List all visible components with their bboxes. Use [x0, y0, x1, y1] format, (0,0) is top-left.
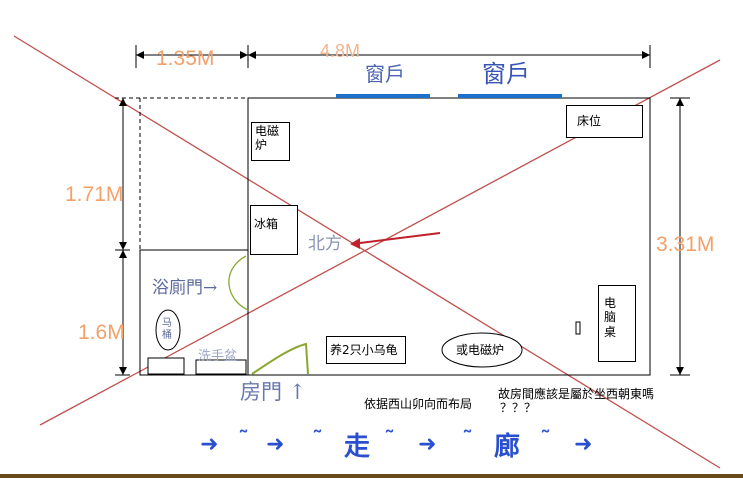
bathroom-door-arc [228, 255, 249, 311]
corridor-arrow-2: ➜ [266, 432, 285, 457]
bottom-bar [0, 474, 743, 478]
fridge-label: 冰箱 [254, 217, 279, 231]
window-label-1: 窗戶 [365, 62, 405, 86]
bed-box: 床位 [566, 105, 643, 138]
induction-cooker-box: 电磁炉 [251, 122, 290, 161]
or-induction-label: 或电磁炉 [456, 343, 505, 357]
dim-height-right: 3.31M [656, 233, 715, 256]
window-label-2: 窗戶 [482, 60, 530, 88]
corridor-tilde-2: ˜ [312, 428, 323, 453]
turtles-label: 养2只小乌龟 [330, 343, 398, 357]
toilet [155, 309, 181, 351]
dim-height-upper-left: 1.71M [65, 183, 124, 206]
layout-note: 依据西山卯向而布局 [364, 397, 473, 411]
corridor-char-hall: 廊 [494, 432, 521, 462]
dim-height-lower-left: 1.6M [78, 321, 125, 344]
corridor-arrow-3: ➜ [418, 432, 437, 457]
corridor-arrow-4: ➜ [574, 432, 593, 457]
bathroom [139, 249, 249, 376]
bathroom-door-label: 浴廁門→ [152, 278, 218, 298]
dim-width-left: 1.35M [156, 47, 215, 70]
turtles-box: 养2只小乌龟 [326, 336, 406, 364]
room-door-arc [251, 342, 309, 375]
induction-cooker-label: 电磁炉 [255, 124, 280, 152]
dim-width-main: 4.8M [320, 41, 361, 61]
corridor-tilde-1: ˜ [238, 428, 249, 453]
or-induction-ellipse [441, 332, 523, 368]
corridor-arrow-1: ➜ [200, 432, 219, 457]
question-note: 故房間應該是屬於坐西朝東嗎 [498, 387, 655, 401]
sink [147, 357, 185, 375]
north-label: 北方 [308, 234, 342, 254]
cross-line-1 [13, 35, 721, 469]
toilet-label: 马桶 [162, 318, 172, 341]
corridor-tilde-4: ˜ [462, 428, 473, 453]
north-arrow [351, 232, 441, 245]
corridor-tilde-5: ˜ [540, 428, 551, 453]
computer-desk-box: 电脑桌 [598, 285, 636, 362]
main-room [247, 97, 651, 376]
corridor-char-walk: 走 [344, 432, 371, 462]
sink-label: 洗手盆 [198, 349, 238, 364]
fridge-box: 冰箱 [250, 205, 298, 255]
computer-desk-label: 电脑桌 [604, 296, 617, 339]
bed-label: 床位 [577, 114, 602, 128]
room-door-label: 房門 ↑ [240, 380, 307, 404]
question-marks: ？？？ [500, 401, 537, 415]
corridor-tilde-3: ˜ [384, 428, 395, 453]
